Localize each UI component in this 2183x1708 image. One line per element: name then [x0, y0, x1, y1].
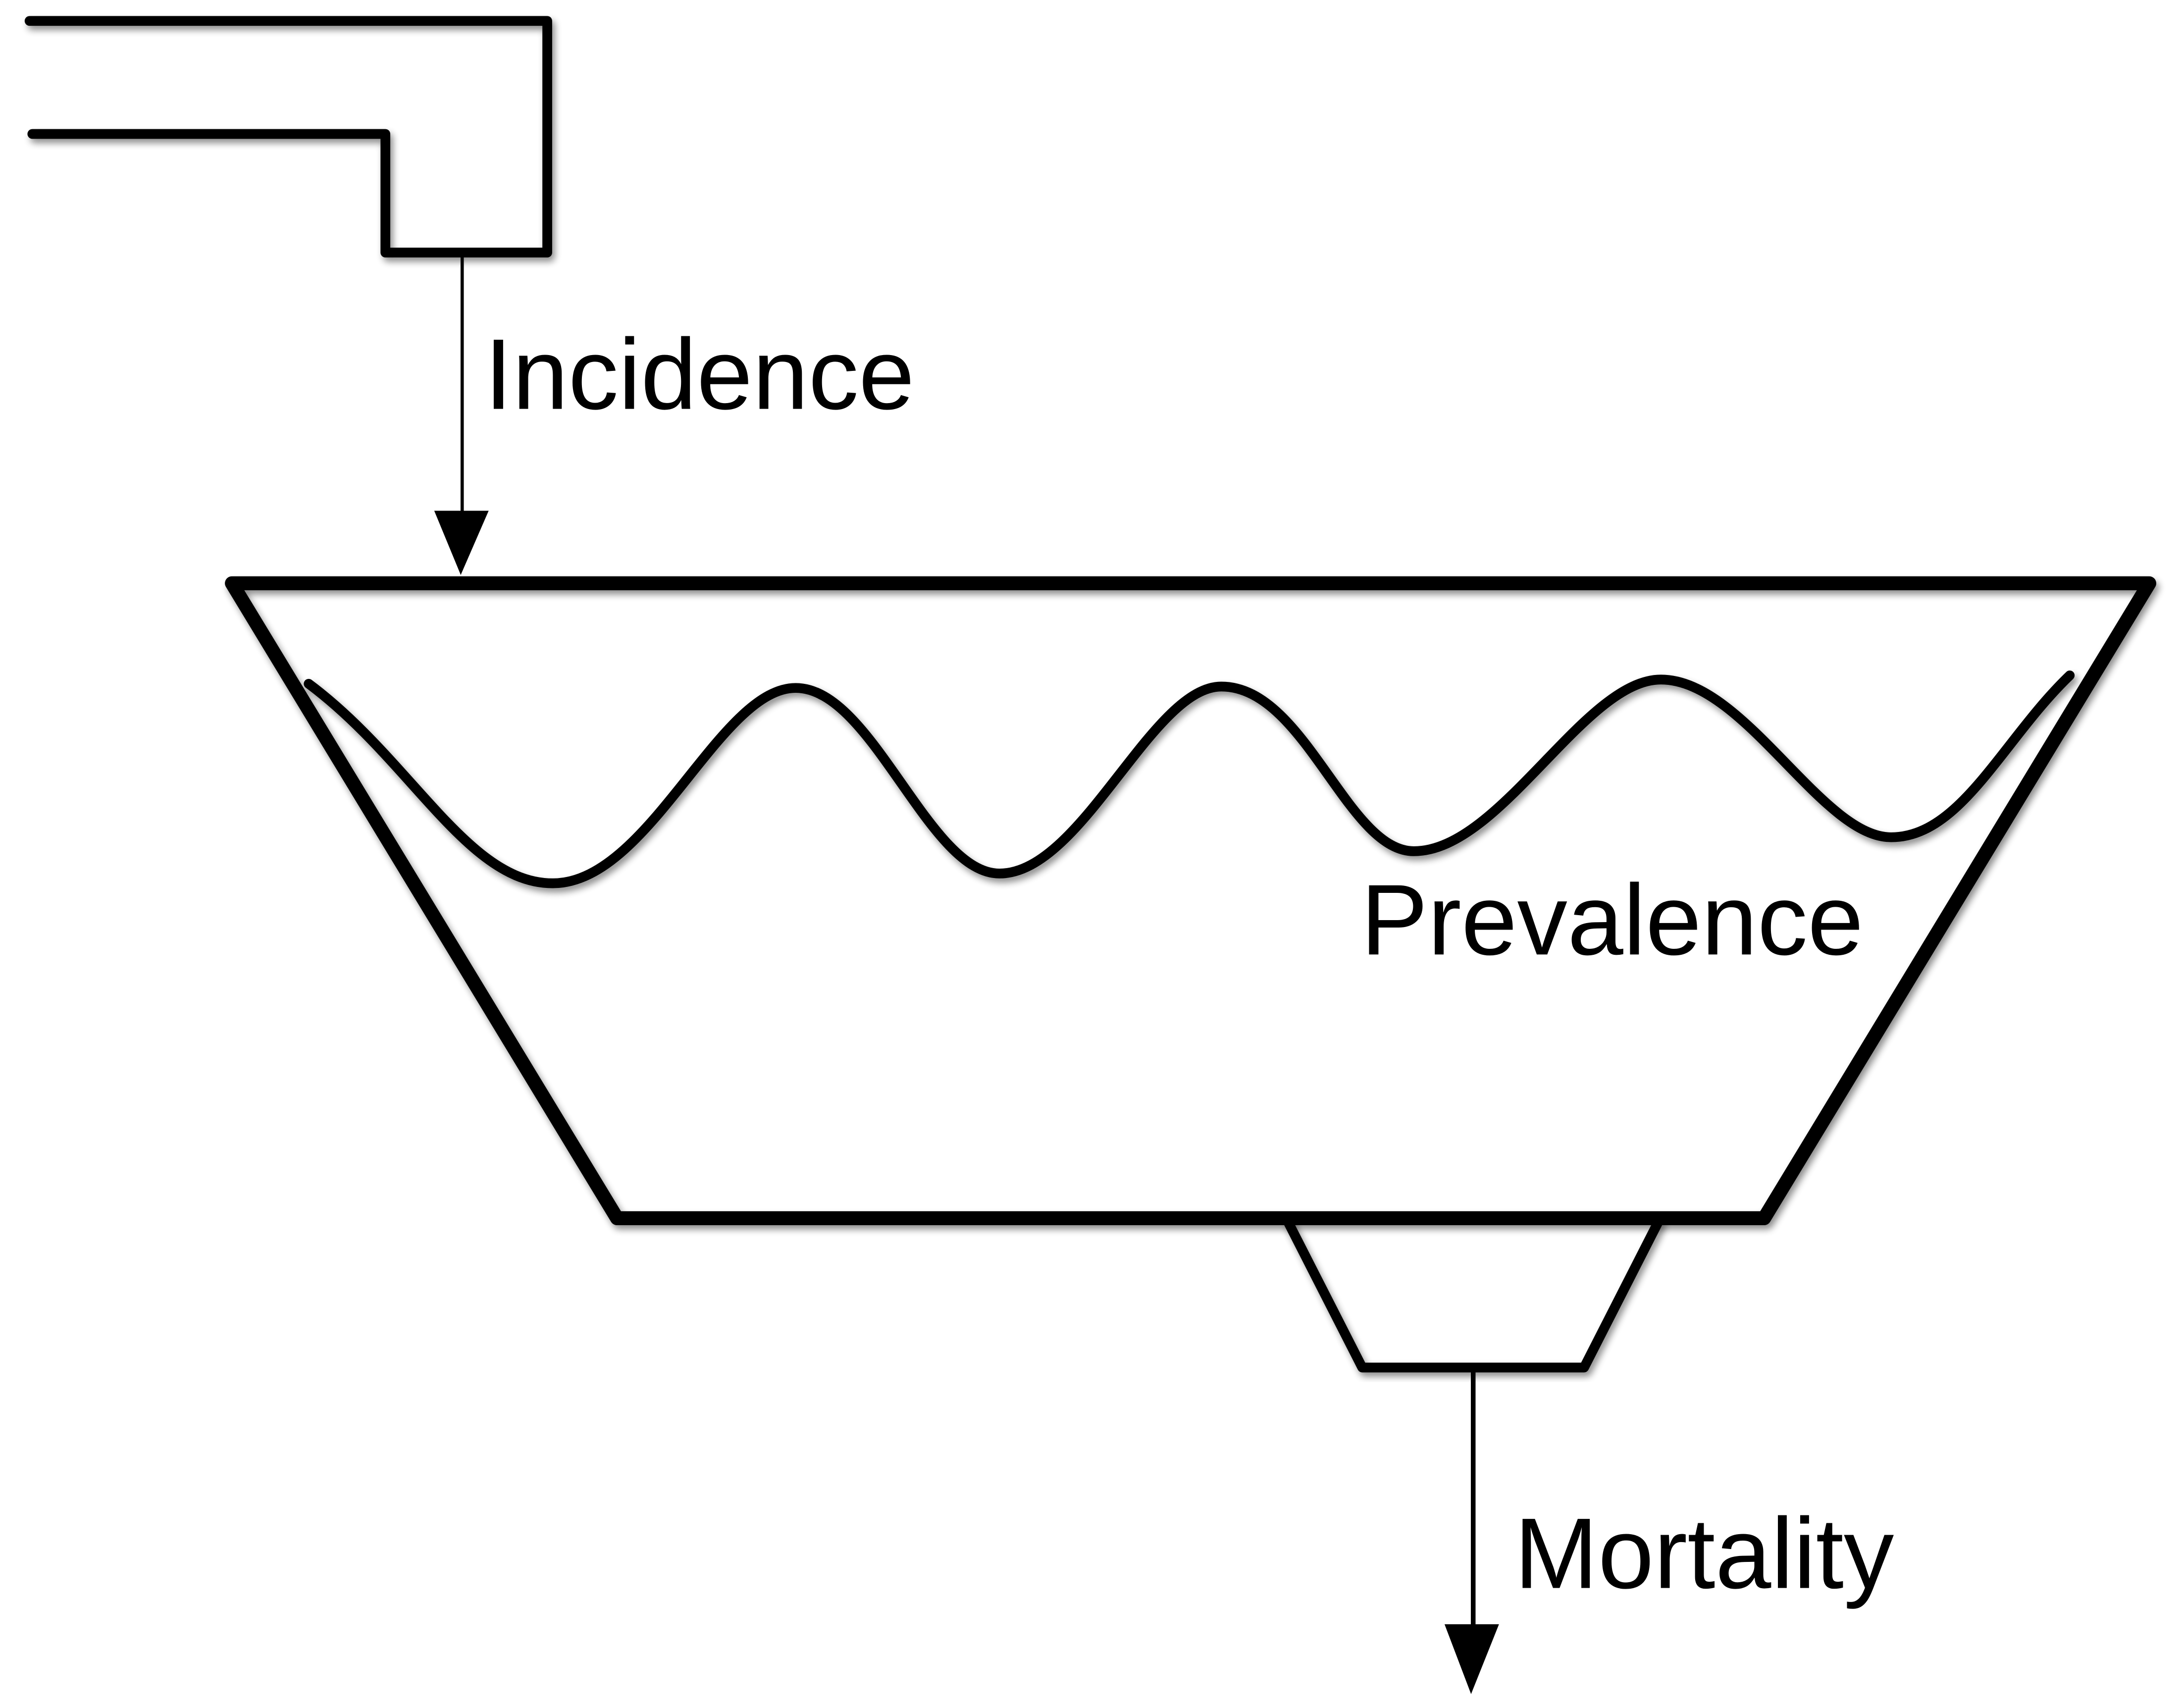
incidence-arrowhead [434, 511, 489, 575]
mortality-arrowhead [1444, 1624, 1499, 1694]
inflow-pipe [24, 16, 552, 258]
incidence-label: Incidence [484, 318, 914, 430]
prevalence-label: Prevalence [1361, 863, 1864, 976]
prevalence-basin [225, 576, 2156, 1226]
drain-outlet [1283, 1217, 1663, 1373]
mortality-arrow-shaft [1466, 1368, 1480, 1641]
mortality-label: Mortality [1514, 1497, 1894, 1609]
prevalence-wave [304, 670, 2075, 888]
incidence-arrow-shaft [456, 255, 468, 524]
